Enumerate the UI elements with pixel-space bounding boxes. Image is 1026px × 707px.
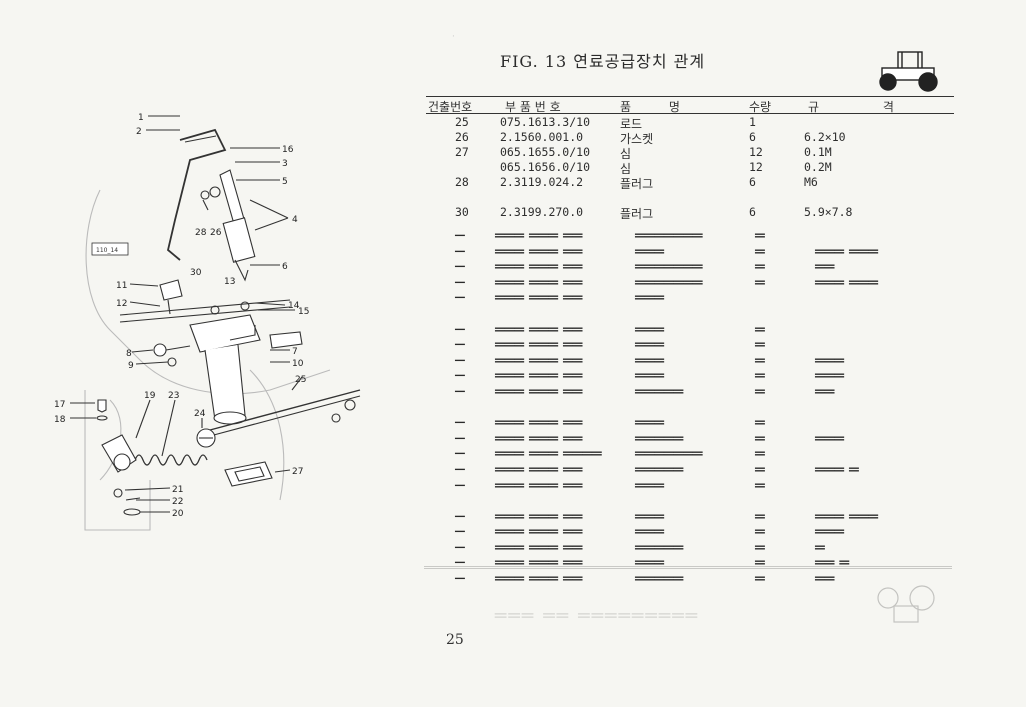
callout-25: 25: [295, 375, 306, 385]
header-part-no: 부 품 번 호: [505, 100, 561, 114]
cell-part-no: 075.1613.3/10: [500, 115, 591, 129]
callout-5: 5: [282, 177, 288, 187]
table-row: 26 2.1560.001.0 가스켓 6 6.2×10: [426, 130, 954, 146]
cell-spec: 0.1M: [804, 145, 832, 159]
cell-part-name: 가스켓: [620, 132, 654, 146]
cell-ref-no: 25: [455, 115, 469, 129]
cell-ref-no: 27: [455, 145, 469, 159]
callout-8: 8: [126, 349, 132, 359]
bleed-through-rule: [424, 566, 952, 569]
cell-part-no: 065.1655.0/10: [500, 145, 591, 159]
callout-26: 26: [210, 228, 222, 238]
cell-part-name: 심: [620, 162, 632, 176]
callout-11: 11: [116, 281, 127, 291]
cell-ref-no: 26: [455, 130, 469, 144]
figure-title: FIG. 13 연료공급장치 관계: [500, 52, 706, 71]
callout-14: 14: [288, 301, 300, 311]
tractor-icon: [879, 51, 938, 92]
callout-20: 20: [172, 509, 184, 519]
bleed-through-tractor-icon: [877, 585, 935, 623]
cell-qty: 6: [749, 205, 756, 219]
cell-spec: 5.9×7.8: [804, 205, 853, 219]
header-ref-no: 건출번호: [428, 100, 473, 114]
callout-12: 12: [116, 299, 127, 309]
header-spec: 규 격: [808, 100, 894, 114]
callout-9: 9: [128, 361, 134, 371]
callout-23: 23: [168, 391, 179, 401]
callout-18: 18: [54, 415, 66, 425]
exploded-view-diagram: 1 2 16 3 5 4 28 26 6 30 13 11 12 14 15 8…: [54, 113, 361, 531]
cell-part-no: 2.1560.001.0: [500, 130, 584, 144]
callout-6: 6: [282, 262, 288, 272]
cell-part-name: 심: [620, 147, 632, 161]
table-row: 27 065.1655.0/10 심 12 0.1M: [426, 145, 954, 161]
page-number: 25: [446, 632, 464, 648]
callout-13: 13: [224, 277, 235, 287]
cell-qty: 1: [749, 115, 756, 129]
cell-qty: 6: [749, 130, 756, 144]
cell-spec: 6.2×10: [804, 130, 846, 144]
diagram-tag: 110_14: [96, 247, 118, 254]
cell-part-no: 2.3199.270.0: [500, 205, 584, 219]
bleed-through-rows: ─═══ ═══ ══════════ ─═══ ═══ ═════════ ═…: [455, 226, 878, 589]
cell-part-name: 플러그: [620, 207, 654, 221]
callout-21: 21: [172, 485, 183, 495]
header-part-name: 품 명: [620, 100, 680, 114]
cell-ref-no: 30: [455, 205, 469, 219]
cell-spec: M6: [804, 175, 818, 189]
table-row: 065.1656.0/10 심 12 0.2M: [426, 160, 954, 176]
cell-part-no: 2.3119.024.2: [500, 175, 584, 189]
cell-part-name: 플러그: [620, 177, 654, 191]
cell-spec: 0.2M: [804, 160, 832, 174]
callout-15: 15: [298, 307, 309, 317]
callout-22: 22: [172, 497, 183, 507]
table-row: 28 2.3119.024.2 플러그 6 M6: [426, 175, 954, 191]
table-row: 25 075.1613.3/10 로드 1: [426, 115, 954, 131]
callout-2: 2: [136, 127, 142, 137]
callout-7: 7: [292, 347, 298, 357]
callout-10: 10: [292, 359, 304, 369]
callout-27: 27: [292, 467, 303, 477]
cell-part-name: 로드: [620, 117, 643, 131]
callout-24: 24: [194, 409, 206, 419]
callout-19: 19: [144, 391, 156, 401]
table-header-bottom-rule: [426, 113, 954, 114]
table-header-top-rule: [426, 96, 954, 97]
callout-17: 17: [54, 400, 65, 410]
cell-qty: 12: [749, 145, 763, 159]
bleed-through-title: ═══ ══ ═════════: [495, 604, 700, 626]
callout-16: 16: [282, 145, 294, 155]
cell-qty: 6: [749, 175, 756, 189]
cell-ref-no: 28: [455, 175, 469, 189]
table-row: 30 2.3199.270.0 플러그 6 5.9×7.8: [426, 205, 954, 221]
callout-28: 28: [195, 228, 207, 238]
cell-qty: 12: [749, 160, 763, 174]
callout-3: 3: [282, 159, 288, 169]
scan-mark: ·: [452, 32, 455, 42]
callout-4: 4: [292, 215, 298, 225]
header-qty: 수량: [749, 100, 772, 114]
callout-1: 1: [138, 113, 144, 123]
cell-part-no: 065.1656.0/10: [500, 160, 591, 174]
callout-30: 30: [190, 268, 202, 278]
